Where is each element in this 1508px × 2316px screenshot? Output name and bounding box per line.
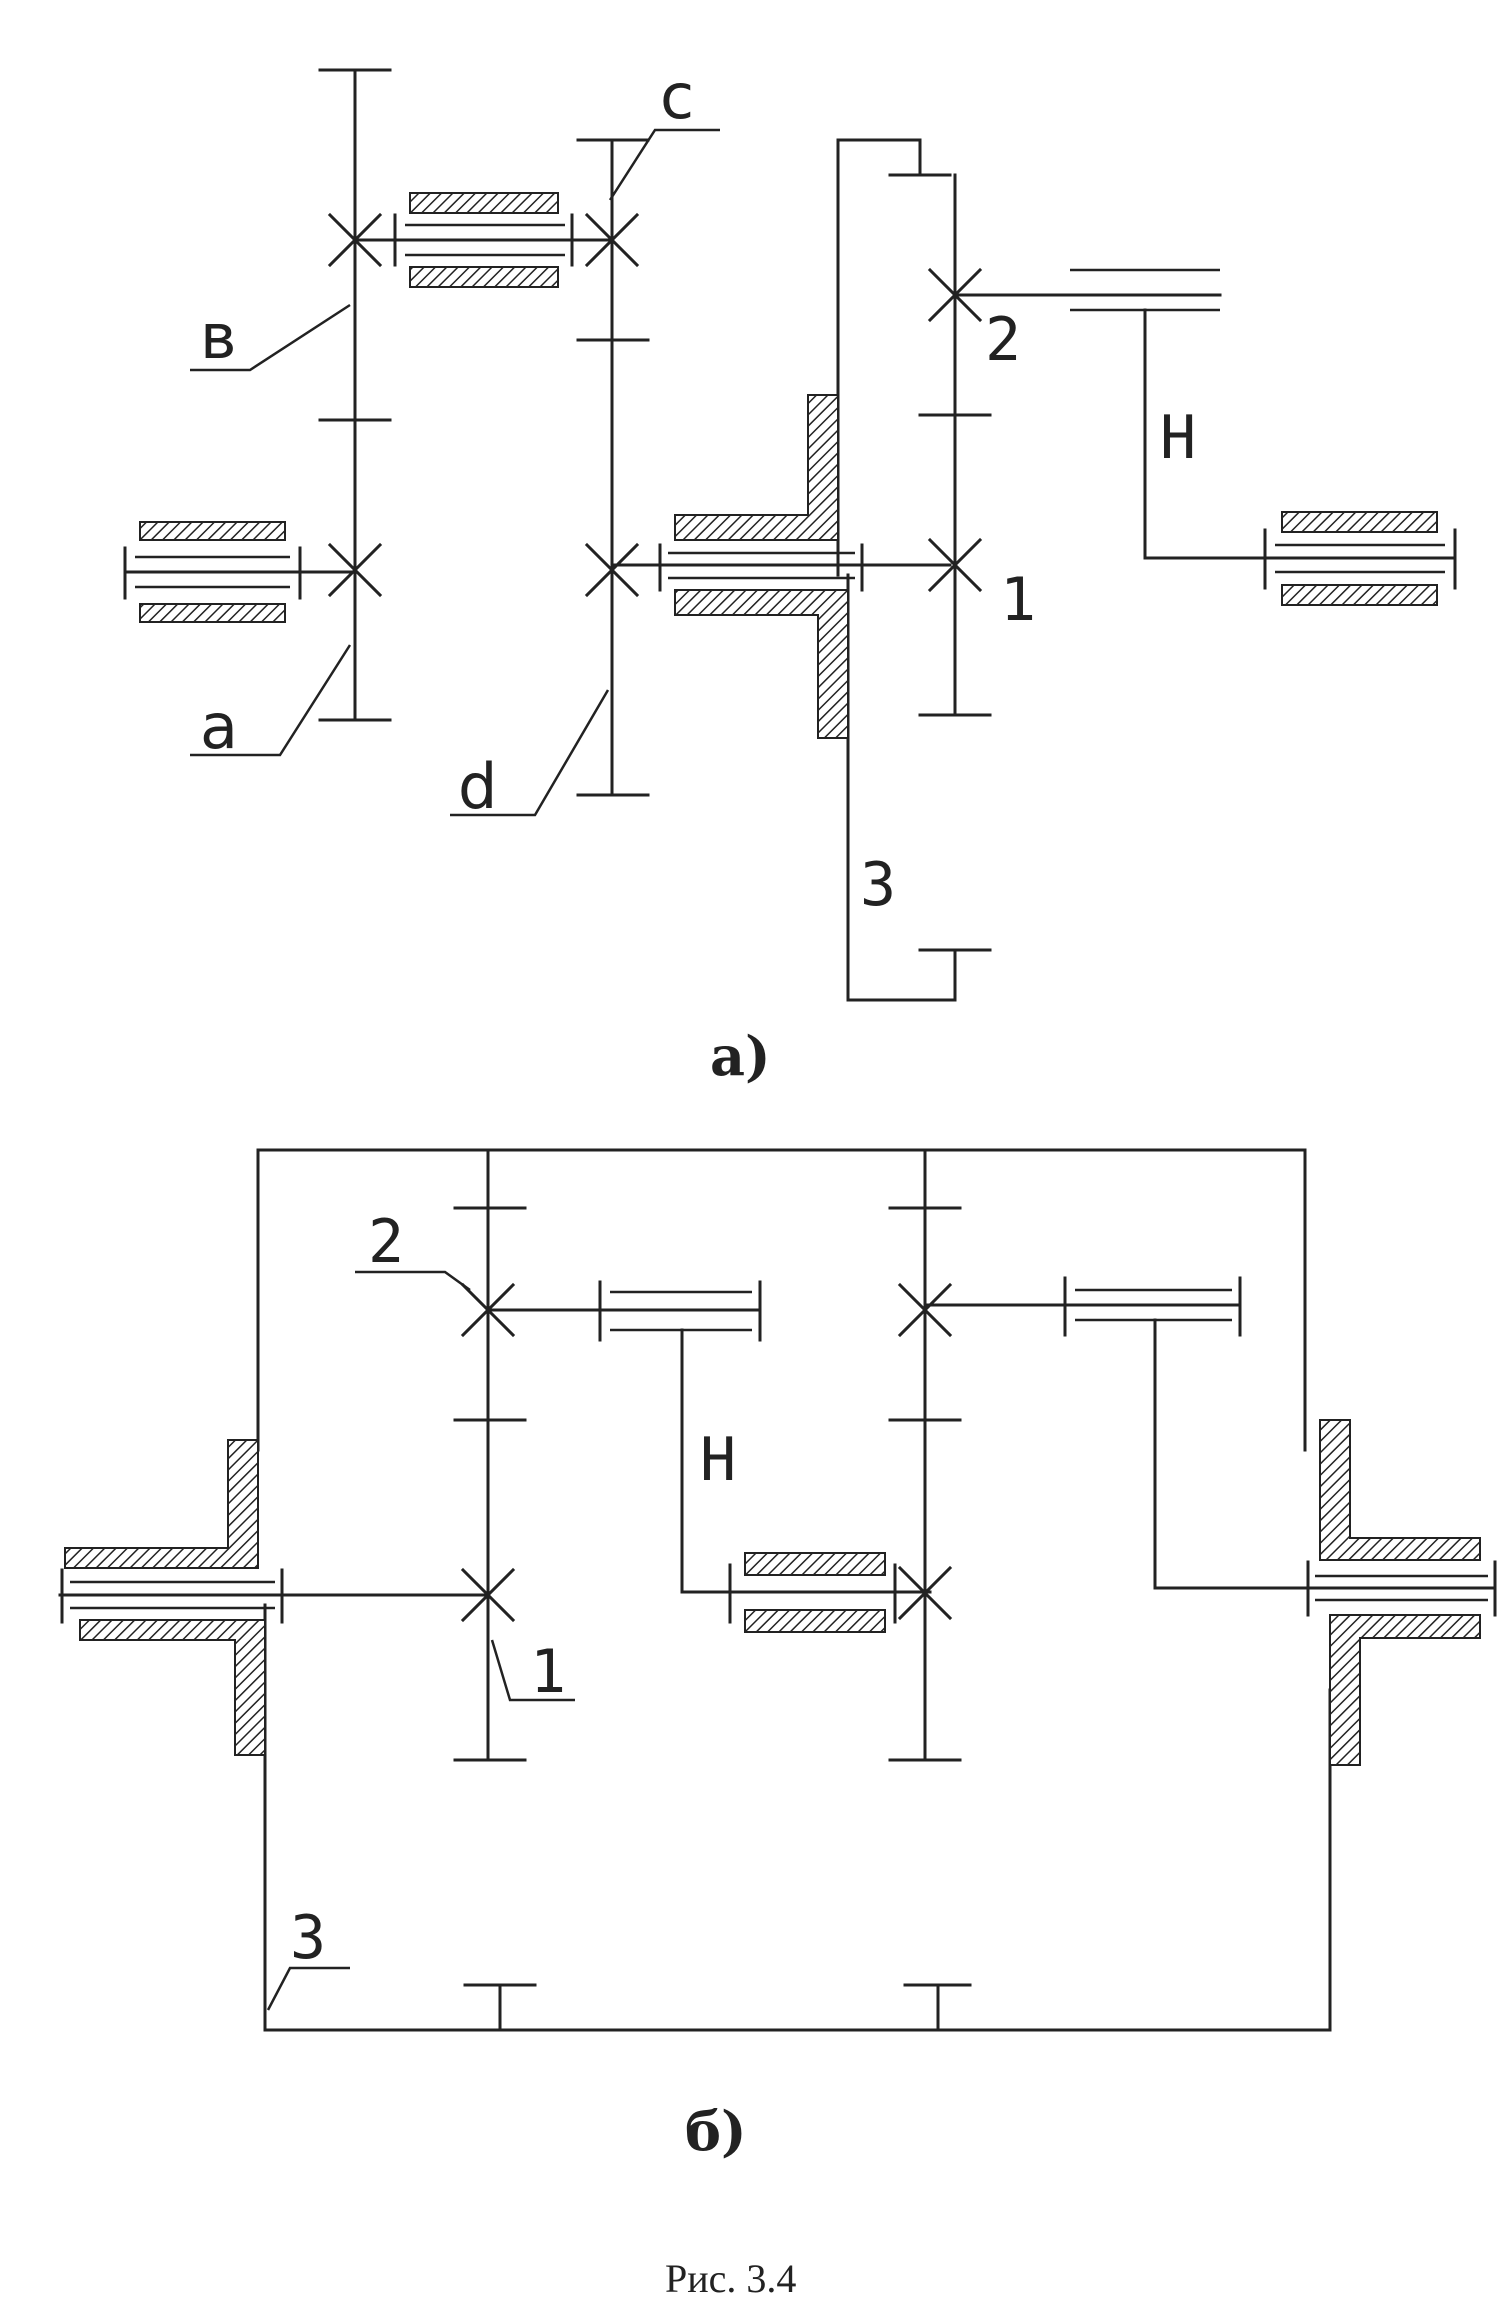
- label-b: в: [200, 300, 237, 373]
- bearing-left: [123, 521, 357, 623]
- gear-train-left: [318, 68, 392, 722]
- label-ring-3-b: 3: [290, 1903, 326, 1973]
- caption-a: а): [710, 1024, 771, 1088]
- diagram-b: 2 Н 1 3 б): [58, 1148, 1497, 2163]
- stage-2-gears: [888, 1148, 962, 1762]
- input-shaft: [58, 1439, 487, 1756]
- label-sun-1-b: 1: [530, 1637, 566, 1707]
- label-carrier-h-b: Н: [700, 1425, 736, 1495]
- caption-b: б): [685, 2099, 747, 2163]
- label-carrier-h: Н: [1160, 403, 1196, 473]
- diagram-a: в а с d 2 1 3 Н а): [123, 60, 1457, 1088]
- label-a: а: [200, 690, 238, 763]
- label-planet-2-b: 2: [368, 1207, 404, 1277]
- carrier-h-2: [923, 1276, 1497, 1766]
- housing-frame: [256, 1148, 1332, 2032]
- leader-lines-b: [266, 1270, 575, 2011]
- stage-1-gears: [453, 1148, 527, 1762]
- ring-gear-3: [674, 138, 992, 1002]
- label-d: d: [458, 750, 497, 823]
- bearing-bc: [353, 192, 614, 288]
- label-c: с: [660, 60, 694, 133]
- label-planet-2: 2: [985, 305, 1021, 375]
- label-sun-1: 1: [1000, 565, 1036, 635]
- leader-lines-a: [190, 128, 720, 817]
- carrier-h: [953, 268, 1457, 606]
- figure-caption: Рис. 3.4: [665, 2256, 796, 2301]
- sun-gear-1: [610, 173, 992, 717]
- carrier-h-1: [486, 1280, 932, 1633]
- gear-train-middle: [576, 138, 650, 797]
- label-ring-3: 3: [860, 850, 896, 920]
